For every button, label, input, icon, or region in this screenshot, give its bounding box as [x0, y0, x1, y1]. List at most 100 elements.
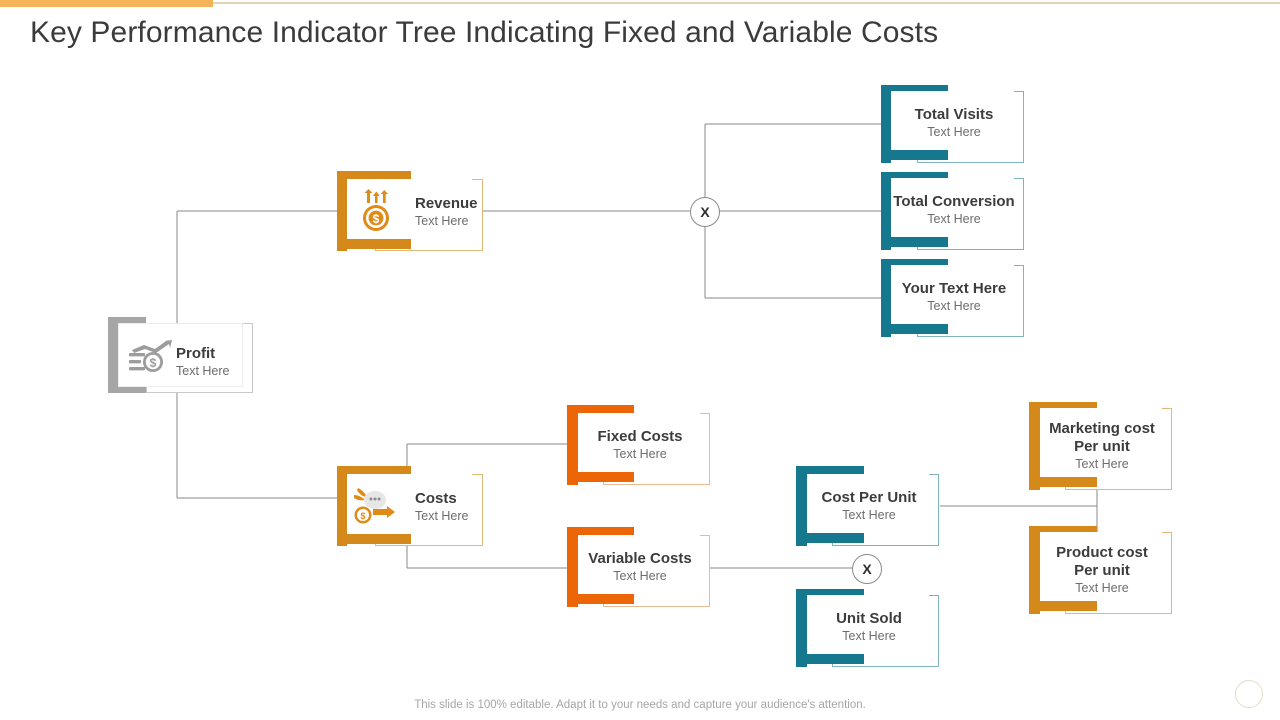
node-revenue-accent-top — [347, 171, 411, 179]
node-variable-costs-accent-bottom — [578, 594, 634, 604]
node-costs-accent-bar — [337, 466, 347, 546]
node-fixed-costs-plate — [577, 413, 700, 472]
operator-multiply-revenue[interactable]: X — [690, 197, 720, 227]
node-total-visits[interactable]: Total Visits Text Here — [881, 85, 1024, 163]
node-marketing-cost-accent-top — [1040, 402, 1097, 408]
node-marketing-cost-plate — [1039, 408, 1162, 477]
node-profit[interactable]: $ Profit Text Here — [108, 317, 253, 393]
node-product-cost-title-line2: Per unit — [1074, 562, 1130, 579]
node-revenue-accent-bar — [337, 171, 347, 251]
node-costs-sub: Text Here — [415, 509, 469, 523]
node-total-conversion-sub: Text Here — [927, 212, 981, 226]
node-unit-sold-accent-bottom — [807, 654, 864, 664]
node-variable-costs-title: Variable Costs — [588, 550, 692, 567]
profit-growth-icon: $ — [128, 339, 176, 375]
node-unit-sold-sub: Text Here — [842, 629, 896, 643]
node-costs-accent-top — [347, 466, 411, 474]
node-your-text-here-plate — [891, 265, 1014, 324]
node-variable-costs[interactable]: Variable Costs Text Here — [567, 527, 710, 607]
node-unit-sold-accent-bar — [796, 589, 807, 667]
node-variable-costs-labels: Variable Costs Text Here — [577, 550, 703, 584]
node-costs[interactable]: $ Costs Text Here — [337, 466, 483, 546]
node-cost-per-unit-title: Cost Per Unit — [821, 489, 917, 506]
node-product-cost-labels: Product cost Per unit Text Here — [1039, 544, 1165, 596]
node-product-cost-per-unit[interactable]: Product cost Per unit Text Here — [1029, 526, 1172, 614]
node-fixed-costs[interactable]: Fixed Costs Text Here — [567, 405, 710, 485]
node-total-conversion-accent-bar — [881, 172, 891, 250]
node-total-visits-sub: Text Here — [927, 125, 981, 139]
node-cost-per-unit[interactable]: Cost Per Unit Text Here — [796, 466, 939, 546]
top-accent-bar-left — [0, 0, 213, 7]
node-revenue-title: Revenue — [415, 195, 478, 212]
node-marketing-cost-sub: Text Here — [1075, 457, 1129, 471]
node-cost-per-unit-sub: Text Here — [842, 508, 896, 522]
node-variable-costs-accent-top — [578, 527, 634, 535]
node-revenue-labels: Revenue Text Here — [415, 195, 481, 229]
footer-note: This slide is 100% editable. Adapt it to… — [414, 699, 866, 711]
node-total-visits-labels: Total Visits Text Here — [895, 106, 1013, 140]
node-unit-sold-accent-top — [807, 589, 864, 595]
node-fixed-costs-labels: Fixed Costs Text Here — [581, 428, 699, 462]
node-revenue[interactable]: $ Revenue Text Here — [337, 171, 483, 251]
node-unit-sold[interactable]: Unit Sold Text Here — [796, 589, 939, 667]
node-fixed-costs-title: Fixed Costs — [597, 428, 683, 445]
node-product-cost-accent-bottom — [1040, 601, 1097, 611]
node-variable-costs-accent-bar — [567, 527, 578, 607]
svg-text:$: $ — [150, 356, 157, 370]
node-profit-sub: Text Here — [176, 364, 230, 378]
operator-multiply-costs[interactable]: X — [852, 554, 882, 584]
node-total-conversion-plate — [891, 178, 1014, 237]
node-your-text-here-accent-bottom — [891, 324, 948, 334]
node-total-conversion[interactable]: Total Conversion Text Here — [881, 172, 1024, 250]
node-your-text-here-accent-top — [891, 259, 948, 265]
node-your-text-here[interactable]: Your Text Here Text Here — [881, 259, 1024, 337]
node-marketing-cost-accent-bar — [1029, 402, 1040, 490]
node-your-text-here-title: Your Text Here — [901, 280, 1007, 297]
node-fixed-costs-accent-top — [578, 405, 634, 413]
node-cost-per-unit-accent-bar — [796, 466, 807, 546]
svg-text:$: $ — [373, 212, 380, 226]
node-revenue-accent-bottom — [347, 239, 411, 249]
node-your-text-here-sub: Text Here — [927, 299, 981, 313]
node-cost-per-unit-accent-bottom — [807, 533, 864, 543]
node-product-cost-plate — [1039, 532, 1162, 601]
costs-money-bag-icon: $ — [353, 486, 399, 524]
node-total-visits-accent-bottom — [891, 150, 948, 160]
operator-multiply-costs-symbol: X — [862, 561, 872, 577]
node-profit-labels: Profit Text Here — [176, 345, 248, 379]
node-cost-per-unit-labels: Cost Per Unit Text Here — [810, 489, 928, 523]
node-unit-sold-labels: Unit Sold Text Here — [810, 610, 928, 644]
node-costs-accent-bottom — [347, 534, 411, 544]
node-unit-sold-plate — [806, 595, 929, 654]
node-cost-per-unit-plate — [806, 474, 929, 533]
node-unit-sold-title: Unit Sold — [836, 610, 902, 627]
svg-text:$: $ — [360, 511, 365, 521]
node-total-visits-accent-top — [891, 85, 948, 91]
node-marketing-cost-accent-bottom — [1040, 477, 1097, 487]
node-your-text-here-accent-bar — [881, 259, 891, 337]
node-fixed-costs-sub: Text Here — [613, 447, 667, 461]
node-total-conversion-title: Total Conversion — [893, 193, 1015, 210]
node-fixed-costs-accent-bar — [567, 405, 578, 485]
node-profit-accent-bar — [108, 317, 118, 393]
revenue-coin-arrows-icon: $ — [357, 189, 395, 233]
corner-circle-decoration — [1235, 680, 1263, 708]
node-product-cost-title-line1: Product cost — [1056, 544, 1148, 561]
node-marketing-cost-title-line2: Per unit — [1074, 438, 1130, 455]
node-cost-per-unit-accent-top — [807, 466, 864, 474]
node-total-conversion-accent-top — [891, 172, 948, 178]
node-fixed-costs-accent-bottom — [578, 472, 634, 482]
node-profit-accent-top — [118, 317, 146, 323]
node-total-visits-accent-bar — [881, 85, 891, 163]
node-variable-costs-plate — [577, 535, 700, 594]
node-marketing-cost-labels: Marketing cost Per unit Text Here — [1039, 420, 1165, 472]
top-accent-bar — [0, 0, 1280, 7]
node-product-cost-sub: Text Here — [1075, 581, 1129, 595]
node-profit-accent-bottom — [118, 387, 146, 393]
node-marketing-cost-per-unit[interactable]: Marketing cost Per unit Text Here — [1029, 402, 1172, 490]
node-revenue-sub: Text Here — [415, 214, 469, 228]
node-total-visits-title: Total Visits — [914, 106, 994, 123]
top-accent-bar-right — [213, 2, 1280, 4]
node-costs-title: Costs — [415, 490, 457, 507]
